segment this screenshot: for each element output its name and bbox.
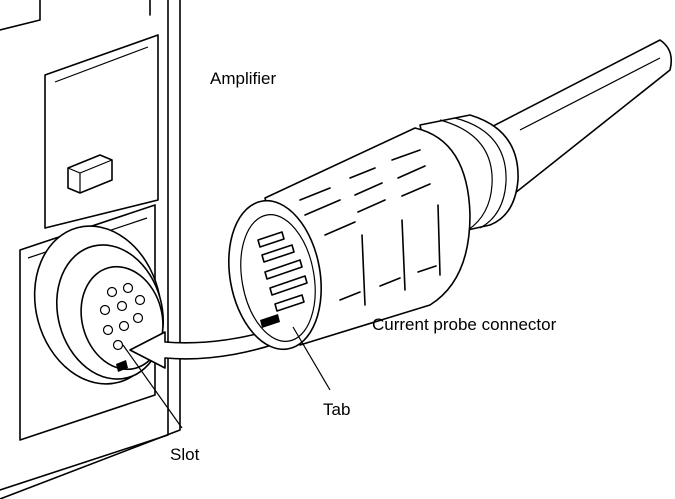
- connector-tab: [260, 314, 280, 328]
- socket-pin-holes: [99, 282, 146, 351]
- label-tab: Tab: [323, 400, 350, 419]
- slot-notch: [116, 360, 128, 372]
- connector-pins: [257, 231, 308, 312]
- label-slot: Slot: [170, 445, 200, 464]
- amplifier-panel: [0, 0, 181, 499]
- button-shape: [67, 154, 113, 194]
- insertion-arrow: [129, 321, 299, 369]
- label-amplifier: Amplifier: [210, 69, 276, 88]
- slot-leader-line: [122, 344, 183, 429]
- current-probe-connector: [228, 39, 673, 351]
- label-current-probe-connector: Current probe connector: [372, 315, 557, 334]
- tab-leader-line: [292, 326, 331, 391]
- grip-ridges: [299, 149, 441, 306]
